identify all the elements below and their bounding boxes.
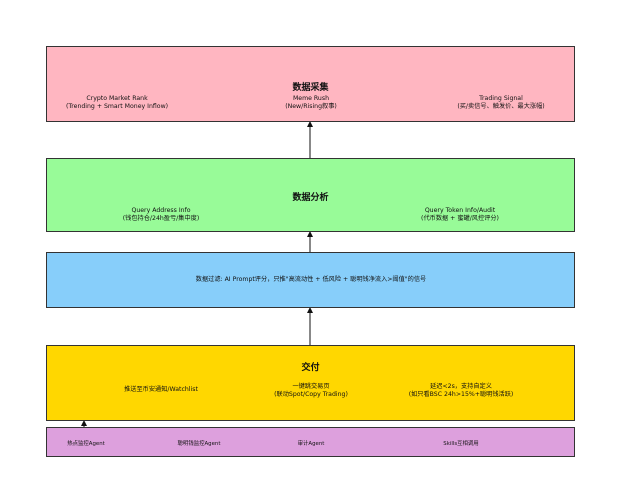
node-label: 延迟<2s，支持自定义 [430,383,492,390]
data-collection-title: 数据采集 [292,83,329,93]
data-filter-box: 数据过滤: AI Prompt评分，只推"高流动性 + 低风险 + 聪明钱净流入… [46,252,575,308]
meme-rush-node: Meme Rush (New/Rising叙事) [285,95,337,111]
node-sublabel: (如只看BSC 24h>15%+聪明钱活跃) [408,391,514,398]
node-sublabel: (买/卖信号、触发价、最大涨幅) [457,103,545,110]
node-label: Query Address Info [131,207,191,214]
node-label: 推送至币安通知/Watchlist [124,386,198,393]
data-filter-text: 数据过滤: AI Prompt评分，只推"高流动性 + 低风险 + 聪明钱净流入… [195,276,427,283]
trading-signal-node: Trading Signal (买/卖信号、触发价、最大涨幅) [457,95,544,111]
data-collection-box: 数据采集 Crypto Market Rank (Trending + Smar… [46,46,575,122]
hotspot-monitor-agent: 热点监控Agent [67,441,105,447]
node-sublabel: (New/Rising叙事) [285,103,337,110]
node-label: 一键跳交易页 [292,383,330,390]
node-sublabel: (代币数据 + 蜜罐/风控评分) [421,215,499,222]
delivery-title: 交付 [301,363,320,373]
node-label: Meme Rush [292,95,330,102]
node-sublabel: (钱包持仓/24h盈亏/集中度) [122,215,200,222]
node-label: Crypto Market Rank [86,95,148,102]
query-address-info-node: Query Address Info (钱包持仓/24h盈亏/集中度) [123,207,199,223]
agents-box: 热点监控Agent 聪明钱监控Agent 审计Agent Skills互相调用 [46,427,575,457]
skills-interop: Skills互相调用 [443,441,479,447]
data-analysis-title: 数据分析 [292,193,329,203]
delivery-box: 交付 推送至币安通知/Watchlist 一键跳交易页 (联动Spot/Copy… [46,345,575,421]
node-label: Trading Signal [479,95,523,102]
smart-money-monitor-agent: 聪明钱监控Agent [177,441,221,447]
node-label: Query Token Info/Audit [424,207,496,214]
query-token-info-node: Query Token Info/Audit (代币数据 + 蜜罐/风控评分) [421,207,499,223]
one-click-trade-node: 一键跳交易页 (联动Spot/Copy Trading) [274,383,348,399]
latency-custom-node: 延迟<2s，支持自定义 (如只看BSC 24h>15%+聪明钱活跃) [409,383,514,399]
node-sublabel: (联动Spot/Copy Trading) [274,391,348,398]
push-notification-node: 推送至币安通知/Watchlist [124,386,198,394]
audit-agent: 审计Agent [297,441,325,447]
node-sublabel: (Trending + Smart Money Inflow) [65,103,169,110]
data-analysis-box: 数据分析 Query Address Info (钱包持仓/24h盈亏/集中度)… [46,158,575,232]
crypto-market-rank-node: Crypto Market Rank (Trending + Smart Mon… [66,95,168,111]
